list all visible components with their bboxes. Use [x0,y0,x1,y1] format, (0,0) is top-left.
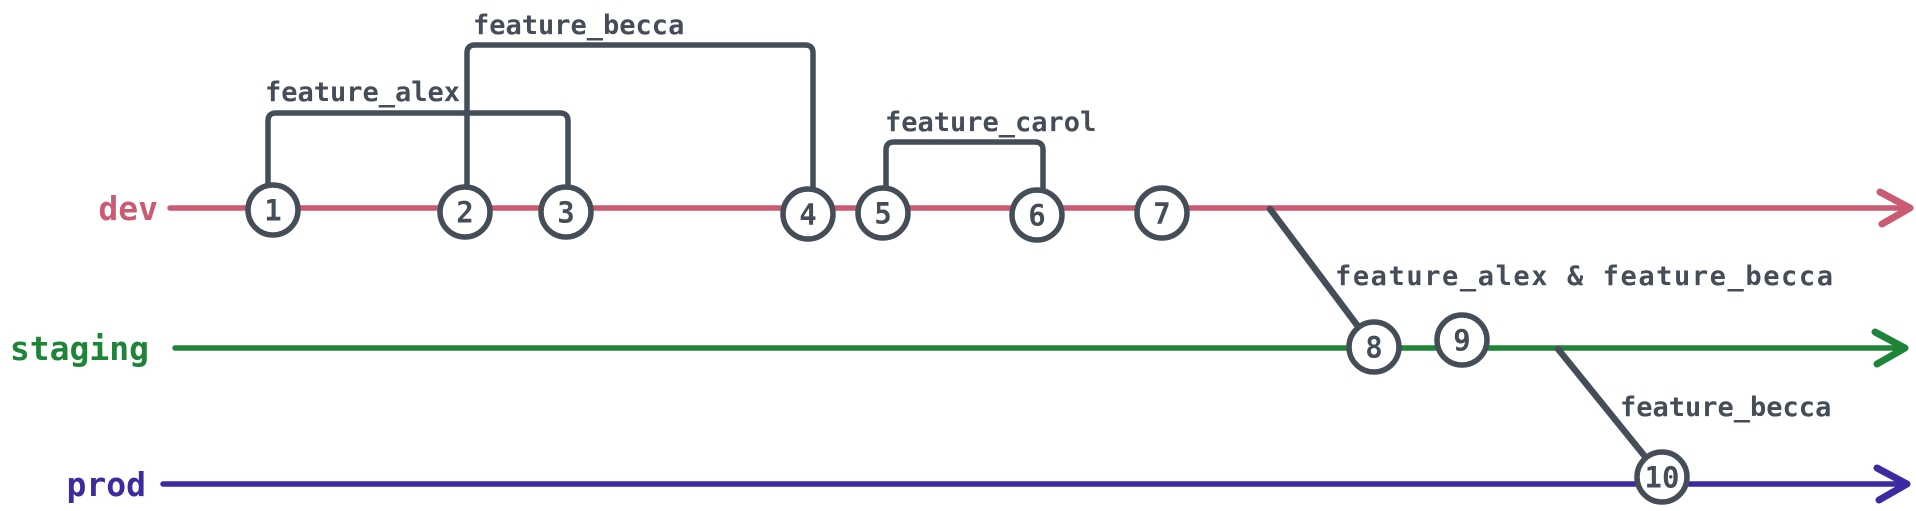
commit-node-8 [1346,319,1402,375]
feature-bracket-label-feature_carol: feature_carol [885,107,1096,138]
commit-label-1: 1 [264,194,281,228]
commit-label-2: 2 [456,196,473,230]
feature-bracket-label-feature_alex: feature_alex [265,77,460,108]
commit-node-6 [1009,187,1065,243]
branch-label-dev: dev [98,189,158,228]
branch-arrow-icon-dev [1876,188,1914,228]
feature-bracket-feature_becca [464,42,816,217]
feature-bracket-feature_alex [265,110,571,215]
commit-node-2 [437,184,493,240]
commit-label-3: 3 [557,196,574,230]
commit-node-9 [1434,312,1490,368]
merge-label-1: feature_alex & feature_becca [1335,261,1833,292]
commit-node-4 [780,186,836,242]
branch-arrow-icon-prod [1873,464,1911,504]
commit-label-7: 7 [1153,197,1170,231]
commit-label-5: 5 [874,197,891,231]
commit-label-6: 6 [1028,199,1045,233]
branch-arrow-icon-staging [1871,328,1909,368]
merge-label-2: feature_becca [1620,392,1831,423]
commit-node-1 [245,182,301,238]
commit-label-10: 10 [1645,461,1680,495]
commit-node-5 [855,185,911,241]
commit-node-3 [538,184,594,240]
feature-bracket-label-feature_becca: feature_becca [473,10,684,41]
branch-label-staging: staging [10,329,149,368]
feature-bracket-feature_carol [883,139,1046,218]
commit-label-8: 8 [1365,331,1382,365]
commit-node-7 [1134,185,1190,241]
commit-label-4: 4 [799,198,816,232]
commit-label-9: 9 [1453,324,1470,358]
branch-label-prod: prod [67,465,146,504]
merge-line-2 [1554,345,1651,463]
commit-node-10 [1634,449,1690,505]
merge-line-1 [1266,205,1364,333]
